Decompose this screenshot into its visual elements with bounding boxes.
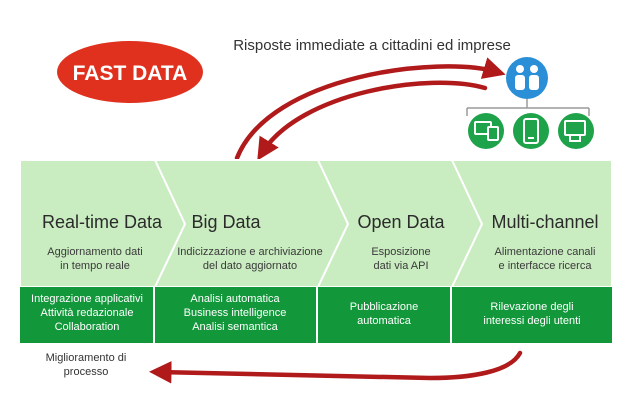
stage-title: Open Data [357, 212, 445, 232]
action-box-multi-channel [452, 287, 612, 343]
stage-title: Real-time Data [42, 212, 163, 232]
stage-action-line: Collaboration [55, 321, 120, 333]
action-band [20, 287, 612, 343]
outgoing-arc-arrow [234, 57, 506, 161]
stage-action-line: Rilevazione degli [490, 301, 573, 313]
bottom-caption-line: Miglioramento di [46, 352, 127, 364]
stage-action-line: Pubblicazione [350, 301, 419, 313]
channel-connector [466, 99, 590, 116]
people-icon [506, 57, 548, 99]
badge-label: FAST DATA [73, 62, 188, 85]
stage-title: Big Data [191, 212, 261, 232]
returning-arc-arrow [257, 80, 488, 161]
stage-description-line: Aggiornamento dati [47, 246, 142, 258]
action-box-open-data [318, 287, 450, 343]
stage-action-line: Analisi semantica [192, 321, 278, 333]
stage-description-line: Alimentazione canali [495, 246, 596, 258]
stage-description-line: dati via API [373, 260, 428, 272]
mobile-icon [513, 113, 549, 149]
badge-ellipse [57, 41, 203, 103]
top-feedback-arrows [234, 57, 506, 161]
action-box-big-data [155, 287, 316, 343]
top-caption: Risposte immediate a cittadini ed impres… [233, 37, 511, 54]
stage-action-line: Business intelligence [184, 307, 287, 319]
stage-action-line: automatica [357, 315, 412, 327]
stage-description-line: del dato aggiornato [203, 260, 297, 272]
stage-description-line: Esposizione [371, 246, 430, 258]
bottom-return-arrow [149, 350, 523, 384]
stage-action-line: Analisi automatica [190, 293, 280, 305]
stage-title: Multi-channel [491, 212, 598, 232]
stage-description-line: Indicizzazione e archiviazione [177, 246, 323, 258]
bottom-caption-line: processo [64, 366, 109, 378]
kiosk-icon [558, 113, 594, 149]
desktop-tablet-icon [468, 113, 504, 149]
fast-data-badge: FAST DATA [57, 41, 203, 103]
stage-action-line: interessi degli utenti [483, 315, 580, 327]
stage-action-line: Attività redazionale [41, 307, 134, 319]
stage-description-line: in tempo reale [60, 260, 130, 272]
stage-action-line: Integrazione applicativi [31, 293, 143, 305]
stage-description-line: e interfacce ricerca [499, 260, 593, 272]
action-box-real-time-data [20, 287, 153, 343]
